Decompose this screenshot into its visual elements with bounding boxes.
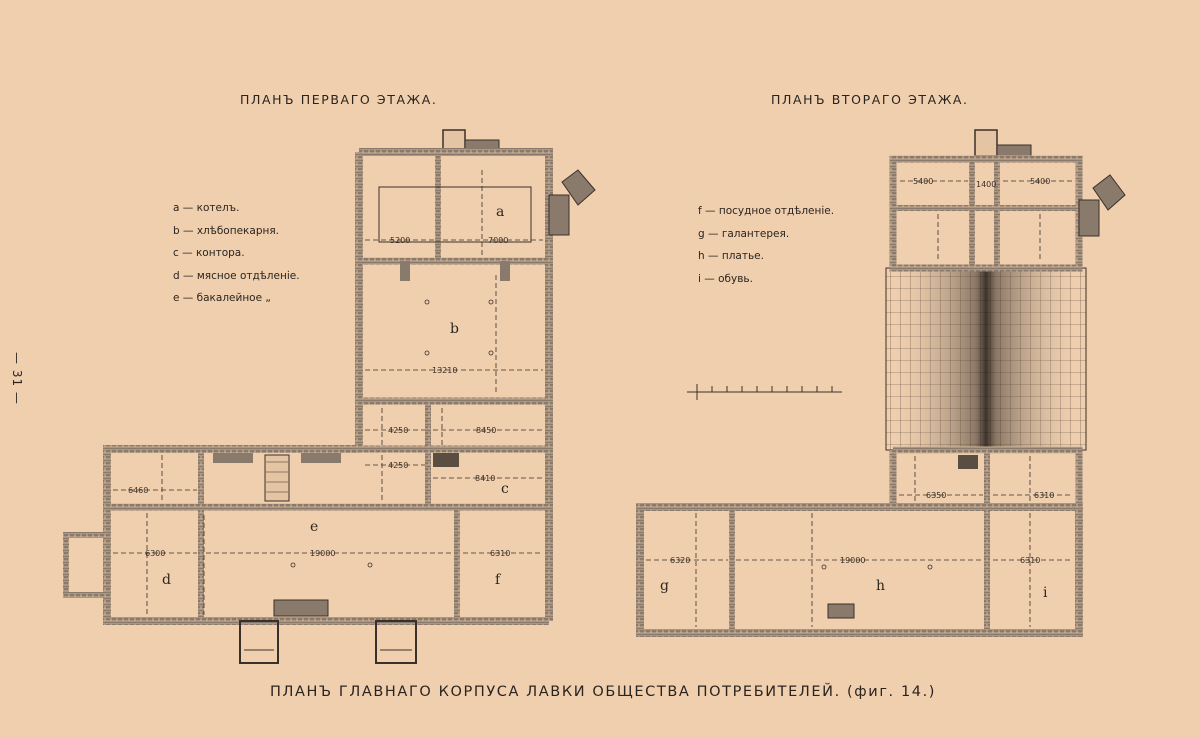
front-steps-right [375,620,417,664]
room-label-h: h [876,578,885,594]
room-label-b: b [450,321,459,337]
legend-item-f: f — посудное отдѣленіе. [698,205,835,217]
scale-bar [687,384,842,400]
dim-mid1-left: 4250 [388,426,408,435]
legend-item-a: a — котелъ. [173,202,240,214]
second-floor-title: ПЛАНЪ ВТОРАГО ЭТАЖА. [771,92,969,107]
room-label-e: e [310,519,318,535]
left-annex [63,532,110,598]
dim-mid1-right: 8450 [476,426,496,435]
dim-e: 19000 [310,549,335,558]
dim-d: 6300 [145,549,165,558]
dim2-top-mid: 1400 [976,180,996,189]
room-label-a: a [496,204,504,220]
legend-item-h: h — платье. [698,250,764,262]
dim2-top-right: 5400 [1030,177,1050,186]
legend-item-c: c — контора. [173,247,245,259]
legend-item-d: d — мясное отдѣленіе. [173,269,300,282]
figure-caption: ПЛАНЪ ГЛАВНАГО КОРПУСА ЛАВКИ ОБЩЕСТВА ПО… [270,684,937,700]
legend-second-floor: f — посудное отдѣленіе. g — галантерея. … [698,200,834,290]
side-stair-second [1078,174,1126,237]
dim-c: 8410 [475,474,495,483]
second-floor-hall [636,503,1083,637]
dim-a-left: 5200 [390,236,410,245]
first-floor-plan [63,129,596,664]
first-floor-title: ПЛАНЪ ПЕРВАГО ЭТАЖА. [240,92,438,107]
dim2-low-left: 6350 [926,491,946,500]
legend-item-b: b — хлѣбопекарня. [173,224,280,237]
second-floor-plan [636,129,1126,637]
room-label-g: g [660,578,669,594]
room-label-d: d [162,572,171,588]
dim-wing-small: 6460 [128,486,148,495]
dim2-h: 19000 [840,556,865,565]
legend-item-i: i — обувь. [698,272,753,285]
chimney-top-b [974,129,998,157]
side-stair-first [548,169,596,236]
dim2-i: 6310 [1020,556,1040,565]
legend-item-g: g — галантерея. [698,227,790,240]
front-steps-left [239,620,279,664]
dim2-g: 6320 [670,556,690,565]
entrance-stair [273,599,329,617]
dim2-low-right: 6310 [1034,491,1054,500]
dim-mid2-left: 4250 [388,461,408,470]
top-block [889,155,1083,272]
dim-b-w: 13210 [432,366,457,375]
dim2-top-left: 5400 [913,177,933,186]
legend-first-floor: a — котелъ. b — хлѣбопекарня. c — контор… [173,197,300,310]
dim-a-right: 7000 [488,236,508,245]
vertical-wing-outer-wall [359,148,553,621]
room-label-c: c [501,481,509,497]
room-label-f: f [495,572,502,588]
dim-f: 6310 [490,549,510,558]
legend-item-e: e — бакалейное „ [173,292,271,304]
room-label-i: i [1043,585,1048,601]
